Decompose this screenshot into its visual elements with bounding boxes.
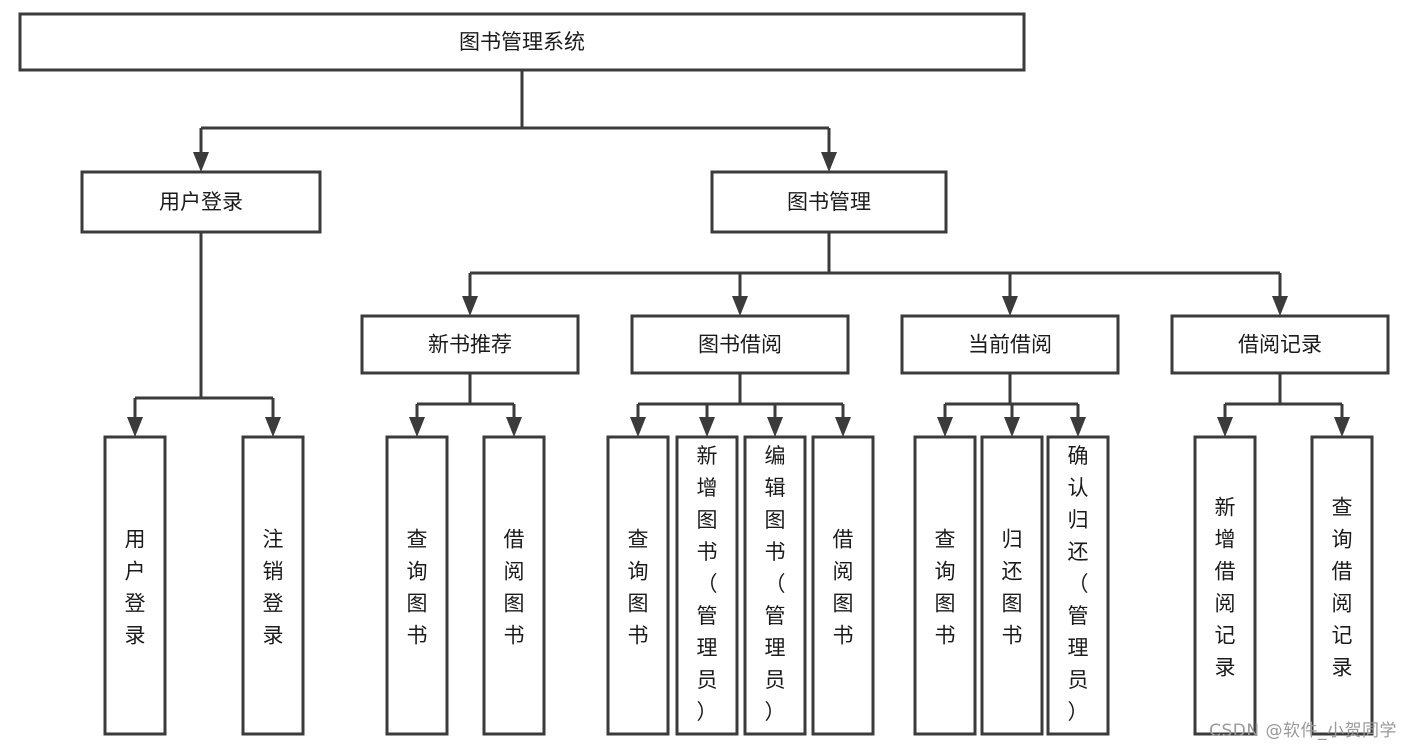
node-box [980, 435, 1044, 736]
node-label: 借阅记录 [1238, 333, 1322, 357]
arrow-head-icon [630, 417, 646, 437]
node-label: 借阅图书 [833, 527, 854, 647]
node-label: 图书管理系统 [459, 30, 585, 54]
node-box [482, 435, 546, 736]
node-box [900, 314, 1120, 375]
arrow-head-icon [1272, 296, 1288, 316]
arrow-head-icon [409, 417, 425, 437]
node-label: 图书管理 [787, 190, 871, 214]
node-book-manage[interactable]: 图书管理 [710, 170, 948, 234]
node-leaf-borrow-book[interactable]: 借阅图书 [811, 435, 875, 736]
node-box [811, 435, 875, 736]
node-box [743, 435, 807, 736]
node-label: 查询借阅记录 [1332, 495, 1353, 679]
arrow-head-icon [1334, 417, 1350, 437]
arrow-head-icon [937, 417, 953, 437]
node-leaf-add-record[interactable]: 新增借阅记录 [1193, 435, 1257, 736]
node-box [1193, 435, 1257, 736]
arrow-head-icon [732, 296, 748, 316]
node-box [360, 314, 580, 375]
node-root[interactable]: 图书管理系统 [18, 12, 1026, 72]
node-box [1310, 435, 1374, 736]
arrow-head-icon [462, 296, 478, 316]
arrow-head-icon [821, 152, 837, 172]
node-box [675, 435, 739, 736]
node-borrow-record[interactable]: 借阅记录 [1170, 314, 1390, 375]
node-box [18, 12, 1026, 72]
node-label: 新增图书（管理员） [697, 444, 718, 724]
node-label: 归还图书 [1002, 527, 1023, 647]
node-new-book-rec[interactable]: 新书推荐 [360, 314, 580, 375]
arrow-head-icon [1070, 417, 1086, 437]
node-box [606, 435, 670, 736]
node-leaf-query-book-rec[interactable]: 查询图书 [385, 435, 449, 736]
connector-layer [127, 70, 1350, 437]
node-box [1046, 435, 1110, 736]
node-leaf-query-book-cur[interactable]: 查询图书 [913, 435, 977, 736]
node-user-login[interactable]: 用户登录 [80, 170, 322, 234]
node-leaf-confirm-return[interactable]: 确认归还（管理员） [1046, 435, 1110, 736]
node-leaf-edit-book[interactable]: 编辑图书（管理员） [743, 435, 807, 736]
node-label: 查询图书 [628, 527, 649, 647]
node-label: 用户登录 [159, 190, 243, 214]
node-leaf-borrow-book-rec[interactable]: 借阅图书 [482, 435, 546, 736]
watermark-text: CSDN @软件_小贺同学 [1209, 721, 1397, 741]
node-label: 当前借阅 [968, 333, 1052, 357]
arrow-head-icon [767, 417, 783, 437]
arrow-head-icon [699, 417, 715, 437]
node-leaf-query-book-borrow[interactable]: 查询图书 [606, 435, 670, 736]
node-label: 查询图书 [935, 527, 956, 647]
node-label: 新书推荐 [428, 333, 512, 357]
node-box [385, 435, 449, 736]
node-box [630, 314, 850, 375]
node-box [80, 170, 322, 234]
node-leaf-add-book[interactable]: 新增图书（管理员） [675, 435, 739, 736]
node-label: 图书借阅 [698, 333, 782, 357]
node-box [1170, 314, 1390, 375]
node-leaf-return-book[interactable]: 归还图书 [980, 435, 1044, 736]
node-leaf-query-record[interactable]: 查询借阅记录 [1310, 435, 1374, 736]
node-label: 编辑图书（管理员） [765, 444, 786, 724]
node-label: 新增借阅记录 [1215, 495, 1236, 679]
node-leaf-user-login[interactable]: 用户登录 [103, 435, 167, 736]
node-box [710, 170, 948, 234]
arrow-head-icon [127, 417, 143, 437]
arrow-head-icon [193, 152, 209, 172]
node-box [913, 435, 977, 736]
node-box [103, 435, 167, 736]
node-leaf-user-logout[interactable]: 注销登录 [241, 435, 305, 736]
arrow-head-icon [1004, 417, 1020, 437]
arrow-head-icon [835, 417, 851, 437]
arrow-head-icon [506, 417, 522, 437]
node-label: 确认归还（管理员） [1068, 444, 1089, 724]
arrow-head-icon [1002, 296, 1018, 316]
node-label: 用户登录 [125, 527, 146, 647]
node-layer: 图书管理系统用户登录图书管理新书推荐图书借阅当前借阅借阅记录用户登录注销登录查询… [18, 12, 1390, 736]
arrow-head-icon [1217, 417, 1233, 437]
node-current-borrow[interactable]: 当前借阅 [900, 314, 1120, 375]
node-label: 查询图书 [407, 527, 428, 647]
arrow-head-icon [265, 417, 281, 437]
node-label: 借阅图书 [504, 527, 525, 647]
node-label: 注销登录 [263, 527, 284, 647]
node-book-borrow[interactable]: 图书借阅 [630, 314, 850, 375]
node-box [241, 435, 305, 736]
